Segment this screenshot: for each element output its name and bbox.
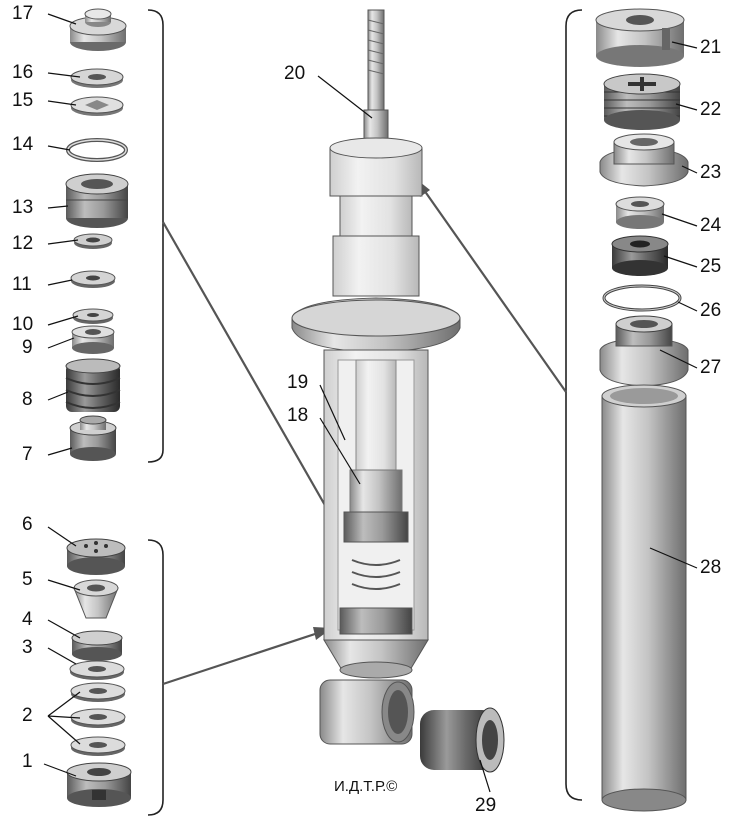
label-25: 25 — [700, 256, 722, 277]
label-5: 5 — [22, 569, 33, 590]
part-4-piston — [71, 630, 123, 661]
part-12-star-washer — [73, 233, 113, 249]
label-15: 15 — [12, 90, 34, 111]
part-1-nut — [66, 762, 132, 807]
label-14: 14 — [12, 134, 34, 155]
label-10: 10 — [12, 314, 34, 335]
part-29-bushing — [420, 707, 505, 773]
part-7-hex-base — [69, 415, 117, 461]
label-26: 26 — [700, 300, 722, 321]
label-9: 9 — [22, 337, 33, 358]
part-6-valve-disc — [66, 538, 126, 575]
arrow-right — [423, 189, 567, 393]
leader-lines — [43, 13, 698, 793]
label-23: 23 — [700, 162, 722, 183]
part-2-washers — [70, 682, 126, 756]
part-13-bearing — [65, 173, 129, 228]
label-28: 28 — [700, 557, 722, 578]
label-13: 13 — [12, 197, 34, 218]
copyright-credit: И.Д.Т.Р.© — [334, 778, 398, 795]
label-18: 18 — [287, 405, 309, 426]
part-9-cup — [71, 325, 115, 354]
label-6: 6 — [22, 514, 33, 535]
label-12: 12 — [12, 233, 34, 254]
part-8-spring — [65, 358, 121, 412]
label-1: 1 — [22, 751, 33, 772]
label-7: 7 — [22, 444, 33, 465]
label-16: 16 — [12, 62, 34, 83]
part-27-reservoir-top — [599, 315, 689, 387]
label-4: 4 — [22, 609, 33, 630]
part-23-guide — [599, 133, 689, 187]
part-15-plate — [70, 96, 124, 116]
lower-left-bracket — [147, 539, 164, 816]
part-11-washer — [70, 270, 116, 288]
label-27: 27 — [700, 357, 722, 378]
upper-left-bracket — [147, 9, 164, 463]
part-24-seal — [615, 196, 665, 229]
label-8: 8 — [22, 389, 33, 410]
part-3-washer — [69, 660, 125, 680]
arrow-upper-left — [162, 221, 339, 529]
label-17: 17 — [12, 3, 34, 24]
central-shock-absorber — [291, 9, 461, 745]
part-26-ring — [602, 284, 682, 312]
part-25-rubber-seal — [611, 235, 669, 276]
label-22: 22 — [700, 99, 722, 120]
label-20: 20 — [284, 63, 306, 84]
part-22-threaded-plug — [603, 73, 681, 130]
part-10-washer — [72, 308, 114, 324]
part-16-washer — [70, 68, 124, 88]
arrow-lower-left — [162, 631, 319, 686]
part-28-tube — [601, 384, 687, 812]
label-3: 3 — [22, 637, 33, 658]
part-21-cap — [595, 8, 685, 67]
label-19: 19 — [287, 372, 309, 393]
part-17-cap — [69, 8, 127, 51]
right-bracket — [565, 9, 583, 801]
label-21: 21 — [700, 37, 722, 58]
label-2: 2 — [22, 705, 33, 726]
label-29: 29 — [475, 795, 497, 816]
part-14-ring — [66, 138, 128, 162]
part-5-spring-seat — [73, 579, 119, 619]
label-11: 11 — [12, 274, 32, 295]
label-24: 24 — [700, 215, 722, 236]
